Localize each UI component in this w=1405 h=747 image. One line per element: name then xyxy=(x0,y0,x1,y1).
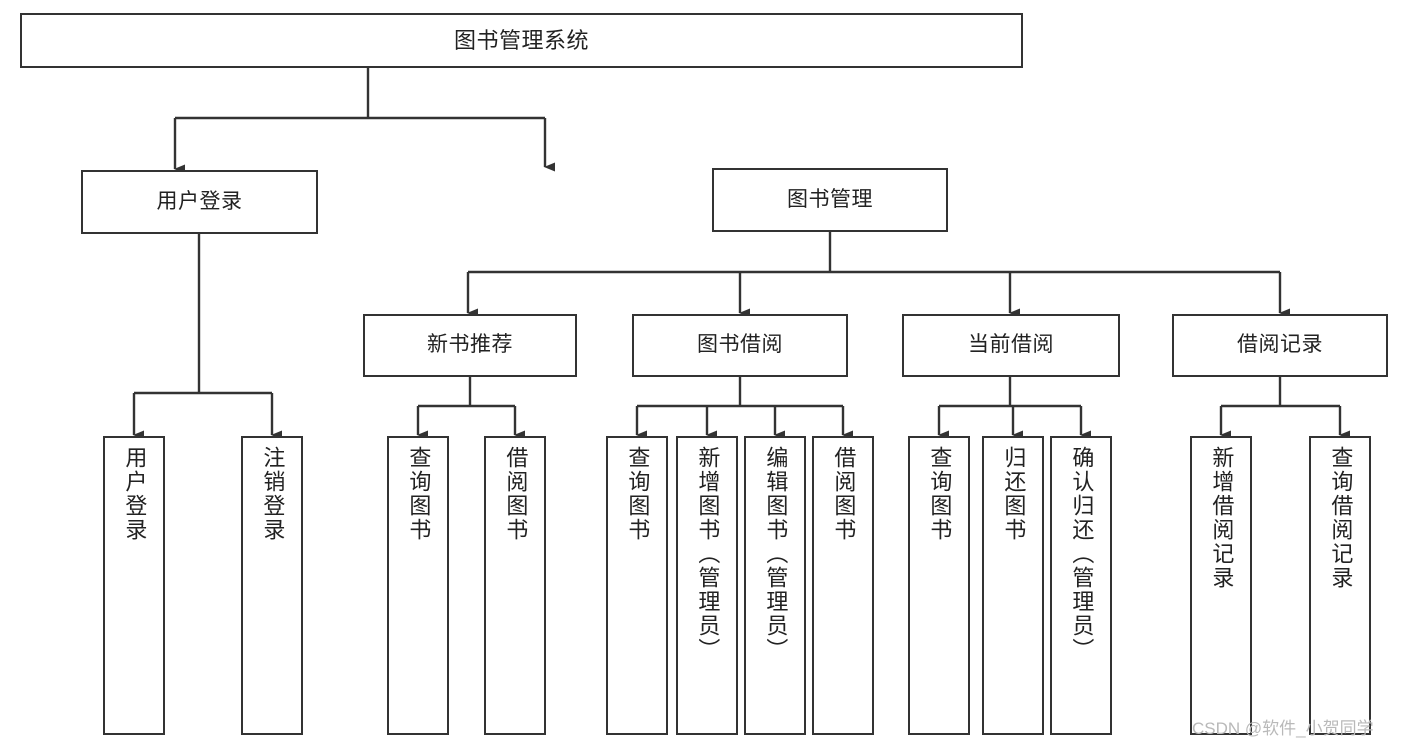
node-leaf-confirm-return-admin-label: 确认归还（管理员） xyxy=(1069,446,1095,662)
node-leaf-query-book-rec-label: 查询图书 xyxy=(406,446,432,542)
node-leaf-user-logout[interactable]: 注销登录 xyxy=(241,436,303,735)
node-leaf-query-book-cur-label: 查询图书 xyxy=(927,446,953,542)
node-leaf-edit-book-admin[interactable]: 编辑图书（管理员） xyxy=(744,436,806,735)
node-book-borrow-label: 图书借阅 xyxy=(697,333,783,357)
node-leaf-user-login[interactable]: 用户登录 xyxy=(103,436,165,735)
node-leaf-add-book-admin-label: 新增图书（管理员） xyxy=(695,446,721,662)
node-leaf-add-borrow-record-label: 新增借阅记录 xyxy=(1209,446,1235,590)
watermark-label: CSDN @软件_小贺同学 xyxy=(1192,719,1374,738)
node-leaf-query-book-cur[interactable]: 查询图书 xyxy=(908,436,970,735)
node-leaf-query-book-borrow[interactable]: 查询图书 xyxy=(606,436,668,735)
node-leaf-return-book[interactable]: 归还图书 xyxy=(982,436,1044,735)
node-current-borrow[interactable]: 当前借阅 xyxy=(902,314,1120,377)
node-leaf-query-book-borrow-label: 查询图书 xyxy=(625,446,651,542)
node-root[interactable]: 图书管理系统 xyxy=(20,13,1023,68)
node-borrow-records[interactable]: 借阅记录 xyxy=(1172,314,1388,377)
node-user-login[interactable]: 用户登录 xyxy=(81,170,318,234)
node-leaf-borrow-book[interactable]: 借阅图书 xyxy=(812,436,874,735)
node-book-borrow[interactable]: 图书借阅 xyxy=(632,314,848,377)
node-leaf-edit-book-admin-label: 编辑图书（管理员） xyxy=(763,446,789,662)
node-leaf-query-borrow-record[interactable]: 查询借阅记录 xyxy=(1309,436,1371,735)
node-leaf-borrow-book-rec[interactable]: 借阅图书 xyxy=(484,436,546,735)
node-new-book-recommend-label: 新书推荐 xyxy=(427,333,513,357)
node-current-borrow-label: 当前借阅 xyxy=(968,333,1054,357)
tree-connectors xyxy=(132,68,1350,440)
node-user-login-label: 用户登录 xyxy=(156,189,243,213)
node-leaf-confirm-return-admin[interactable]: 确认归还（管理员） xyxy=(1050,436,1112,735)
node-leaf-borrow-book-label: 借阅图书 xyxy=(831,446,857,542)
node-leaf-user-login-label: 用户登录 xyxy=(122,446,148,542)
node-book-manage[interactable]: 图书管理 xyxy=(712,168,948,232)
node-leaf-query-book-rec[interactable]: 查询图书 xyxy=(387,436,449,735)
node-new-book-recommend[interactable]: 新书推荐 xyxy=(363,314,577,377)
node-leaf-borrow-book-rec-label: 借阅图书 xyxy=(503,446,529,542)
node-leaf-return-book-label: 归还图书 xyxy=(1001,446,1027,542)
node-leaf-add-book-admin[interactable]: 新增图书（管理员） xyxy=(676,436,738,735)
node-book-manage-label: 图书管理 xyxy=(787,187,873,211)
node-leaf-add-borrow-record[interactable]: 新增借阅记录 xyxy=(1190,436,1252,735)
node-root-label: 图书管理系统 xyxy=(453,27,589,53)
node-borrow-records-label: 借阅记录 xyxy=(1237,333,1323,357)
node-leaf-user-logout-label: 注销登录 xyxy=(260,446,286,542)
node-leaf-query-borrow-record-label: 查询借阅记录 xyxy=(1328,446,1354,590)
